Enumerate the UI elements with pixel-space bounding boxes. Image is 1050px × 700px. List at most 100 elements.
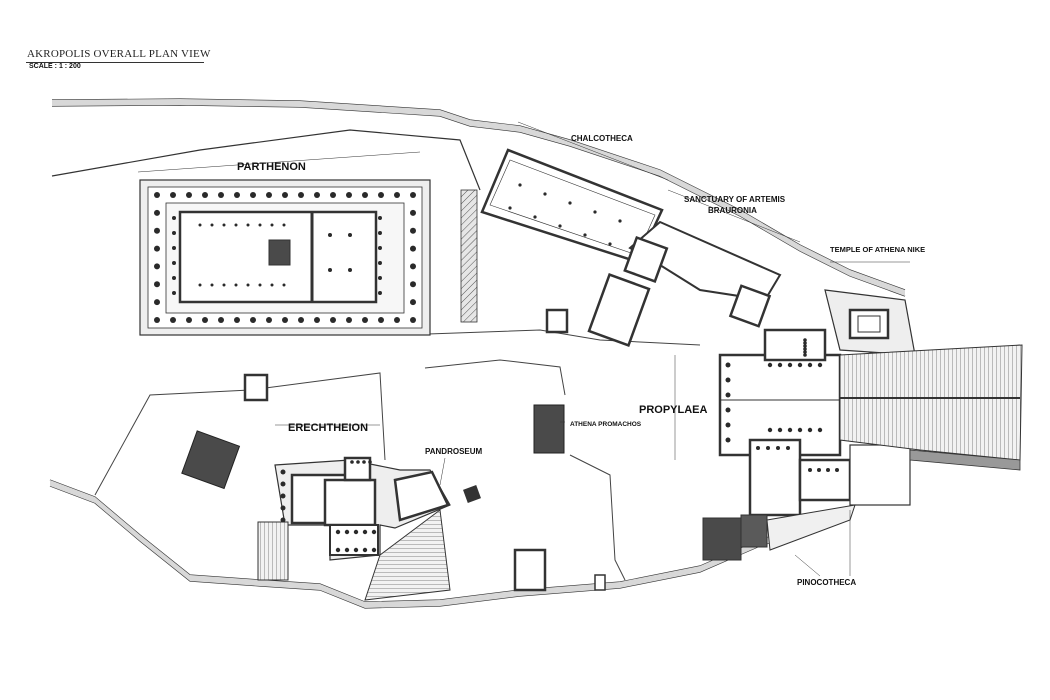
column-dot (154, 317, 160, 323)
column-dot (368, 460, 372, 464)
plan-scale: SCALE : 1 : 200 (29, 63, 81, 70)
label-artemis-line1: SANCTUARY OF ARTEMIS (684, 195, 786, 204)
column-dot (266, 317, 272, 323)
column-dot (234, 192, 240, 198)
column-dot (756, 446, 760, 450)
column-dot (378, 291, 382, 295)
column-dot (803, 347, 807, 351)
column-dot (808, 468, 812, 472)
column-dot (280, 517, 286, 523)
column-dot (298, 317, 304, 323)
chalcotheca (480, 121, 669, 264)
column-dot (172, 216, 176, 220)
column-dot (725, 362, 731, 368)
column-dot (826, 468, 830, 472)
column-dot (803, 338, 807, 342)
column-dot (777, 427, 783, 433)
column-dot (348, 233, 352, 237)
label-propylaea: PROPYLAEA (639, 404, 708, 416)
column-dot (154, 299, 160, 306)
athena-promachos-base (533, 404, 565, 454)
column-dot (378, 317, 384, 323)
column-dot (282, 192, 288, 198)
parthenon-columns (154, 192, 416, 323)
column-dot (346, 317, 352, 323)
column-dot (410, 317, 416, 323)
column-dot (280, 505, 286, 511)
column-dot (328, 268, 332, 272)
column-dot (378, 246, 382, 250)
label-athena-nike: TEMPLE OF ATHENA NIKE (830, 245, 925, 254)
column-dot (371, 529, 377, 535)
column-dot (170, 317, 176, 323)
title-underline (26, 62, 204, 63)
column-dot (725, 407, 731, 413)
artemis-sanctuary (587, 189, 801, 347)
column-dot (410, 299, 416, 306)
column-dot (314, 317, 320, 323)
column-dot (186, 192, 192, 198)
south-wall-band (50, 480, 850, 608)
column-dot (558, 224, 562, 228)
column-dot (378, 216, 382, 220)
column-dot (154, 263, 160, 270)
column-dot (776, 446, 780, 450)
column-dot (210, 283, 214, 287)
erechtheion-steps (364, 509, 451, 601)
label-athena-promachos: ATHENA PROMACHOS (570, 421, 642, 428)
column-dot (172, 261, 176, 265)
column-dot (202, 317, 208, 323)
column-dot (280, 493, 286, 499)
column-dot (410, 192, 416, 198)
column-dot (218, 317, 224, 323)
column-dot (202, 192, 208, 198)
label-pandroseum: PANDROSEUM (425, 447, 483, 456)
column-dot (170, 192, 176, 198)
column-dot (353, 529, 359, 535)
column-dot (803, 341, 807, 345)
column-dot (172, 231, 176, 235)
column-dot (766, 446, 770, 450)
column-dot (378, 276, 382, 280)
column-dot (330, 192, 336, 198)
column-dot (335, 547, 341, 553)
label-chalcotheca: CHALCOTHECA (571, 134, 633, 143)
column-dot (210, 223, 214, 227)
column-dot (250, 192, 256, 198)
column-dot (270, 223, 274, 227)
old-temple-block (181, 430, 241, 490)
chalcotheca-columns (508, 183, 622, 246)
column-dot (186, 317, 192, 323)
column-dot (410, 227, 416, 234)
column-dot (280, 469, 286, 475)
column-dot (344, 547, 350, 553)
column-dot (725, 377, 731, 383)
column-dot (725, 437, 731, 443)
label-artemis-line2: BRAURONIA (708, 206, 757, 215)
column-dot (234, 317, 240, 323)
column-dot (222, 223, 226, 227)
column-dot (330, 317, 336, 323)
column-dot (328, 233, 332, 237)
column-dot (378, 261, 382, 265)
column-dot (725, 392, 731, 398)
column-dot (817, 468, 821, 472)
leader-lines (439, 421, 851, 577)
column-dot (346, 192, 352, 198)
column-dot (362, 317, 368, 323)
column-dot (270, 283, 274, 287)
column-dot (725, 422, 731, 428)
column-dot (410, 281, 416, 288)
plan-title: AKROPOLIS OVERALL PLAN VIEW (27, 48, 211, 60)
parthenon (137, 151, 431, 336)
pandroseum-block (463, 485, 481, 503)
column-dot (803, 344, 807, 348)
column-dot (234, 283, 238, 287)
column-dot (344, 529, 350, 535)
column-dot (378, 192, 384, 198)
column-dot (362, 547, 368, 553)
column-dot (246, 283, 250, 287)
column-dot (410, 245, 416, 252)
column-dot (335, 529, 341, 535)
